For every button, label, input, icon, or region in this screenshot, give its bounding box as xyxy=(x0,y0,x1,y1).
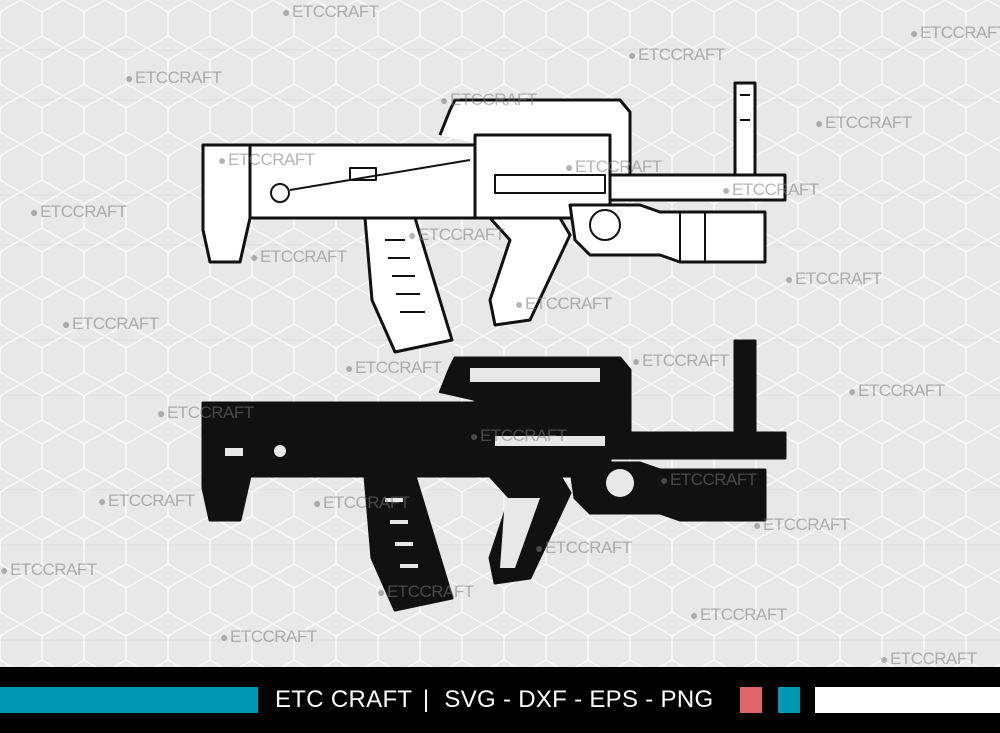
gun-outline xyxy=(201,81,787,354)
footer-banner: ETC CRAFT | SVG - DXF - EPS - PNG xyxy=(0,667,1000,733)
watermark: ETCCRAFT xyxy=(98,491,195,511)
watermark: ETCCRAFT xyxy=(660,470,757,490)
watermark: ETCCRAFT xyxy=(880,649,977,669)
watermark: ETCCRAFT xyxy=(377,582,474,602)
watermark: ETCCRAFT xyxy=(345,358,442,378)
watermark: ETCCRAFT xyxy=(722,180,819,200)
watermark: ETCCRAFT xyxy=(785,269,882,289)
watermark: ETCCRAFT xyxy=(218,150,315,170)
watermark: ETCCRAFT xyxy=(30,202,127,222)
watermark: ETCCRAFT xyxy=(848,381,945,401)
watermark: ETCCRAFT xyxy=(282,2,379,22)
brand-name: ETC CRAFT xyxy=(275,686,412,713)
watermark: ETCCRAFT xyxy=(470,426,567,446)
watermark: ETCCRAFT xyxy=(220,627,317,647)
footer-text: ETC CRAFT | SVG - DXF - EPS - PNG xyxy=(275,686,713,714)
watermark: ETCCRAFT xyxy=(565,157,662,177)
watermark: ETCCRAFT xyxy=(157,403,254,423)
watermark: ETCCRAFT xyxy=(535,538,632,558)
white-accent-bar xyxy=(815,687,1000,713)
watermark: ETCCRAFT xyxy=(408,225,505,245)
pink-accent-box xyxy=(740,687,762,713)
watermark: ETCCRAFT xyxy=(62,314,159,334)
file-formats: SVG - DXF - EPS - PNG xyxy=(444,686,714,713)
separator: | xyxy=(422,686,430,713)
watermark: ETCCRAFT xyxy=(125,68,222,88)
teal-accent-box xyxy=(778,687,800,713)
watermark: ETCCRAFT xyxy=(690,605,787,625)
watermark: ETCCRAFT xyxy=(0,560,97,580)
watermark: ETCCRAFT xyxy=(753,515,850,535)
teal-accent-bar xyxy=(0,687,258,713)
watermark: ETCCRAFT xyxy=(515,294,612,314)
watermark: ETCCRAFT xyxy=(313,493,410,513)
watermark: ETCCRAFT xyxy=(440,90,537,110)
watermark: ETCCRAFT xyxy=(628,45,725,65)
watermark: ETCCRAFT xyxy=(250,247,347,267)
watermark: ETCCRAFT xyxy=(910,23,1000,43)
watermark: ETCCRAFT xyxy=(632,351,729,371)
watermark: ETCCRAFT xyxy=(815,113,912,133)
